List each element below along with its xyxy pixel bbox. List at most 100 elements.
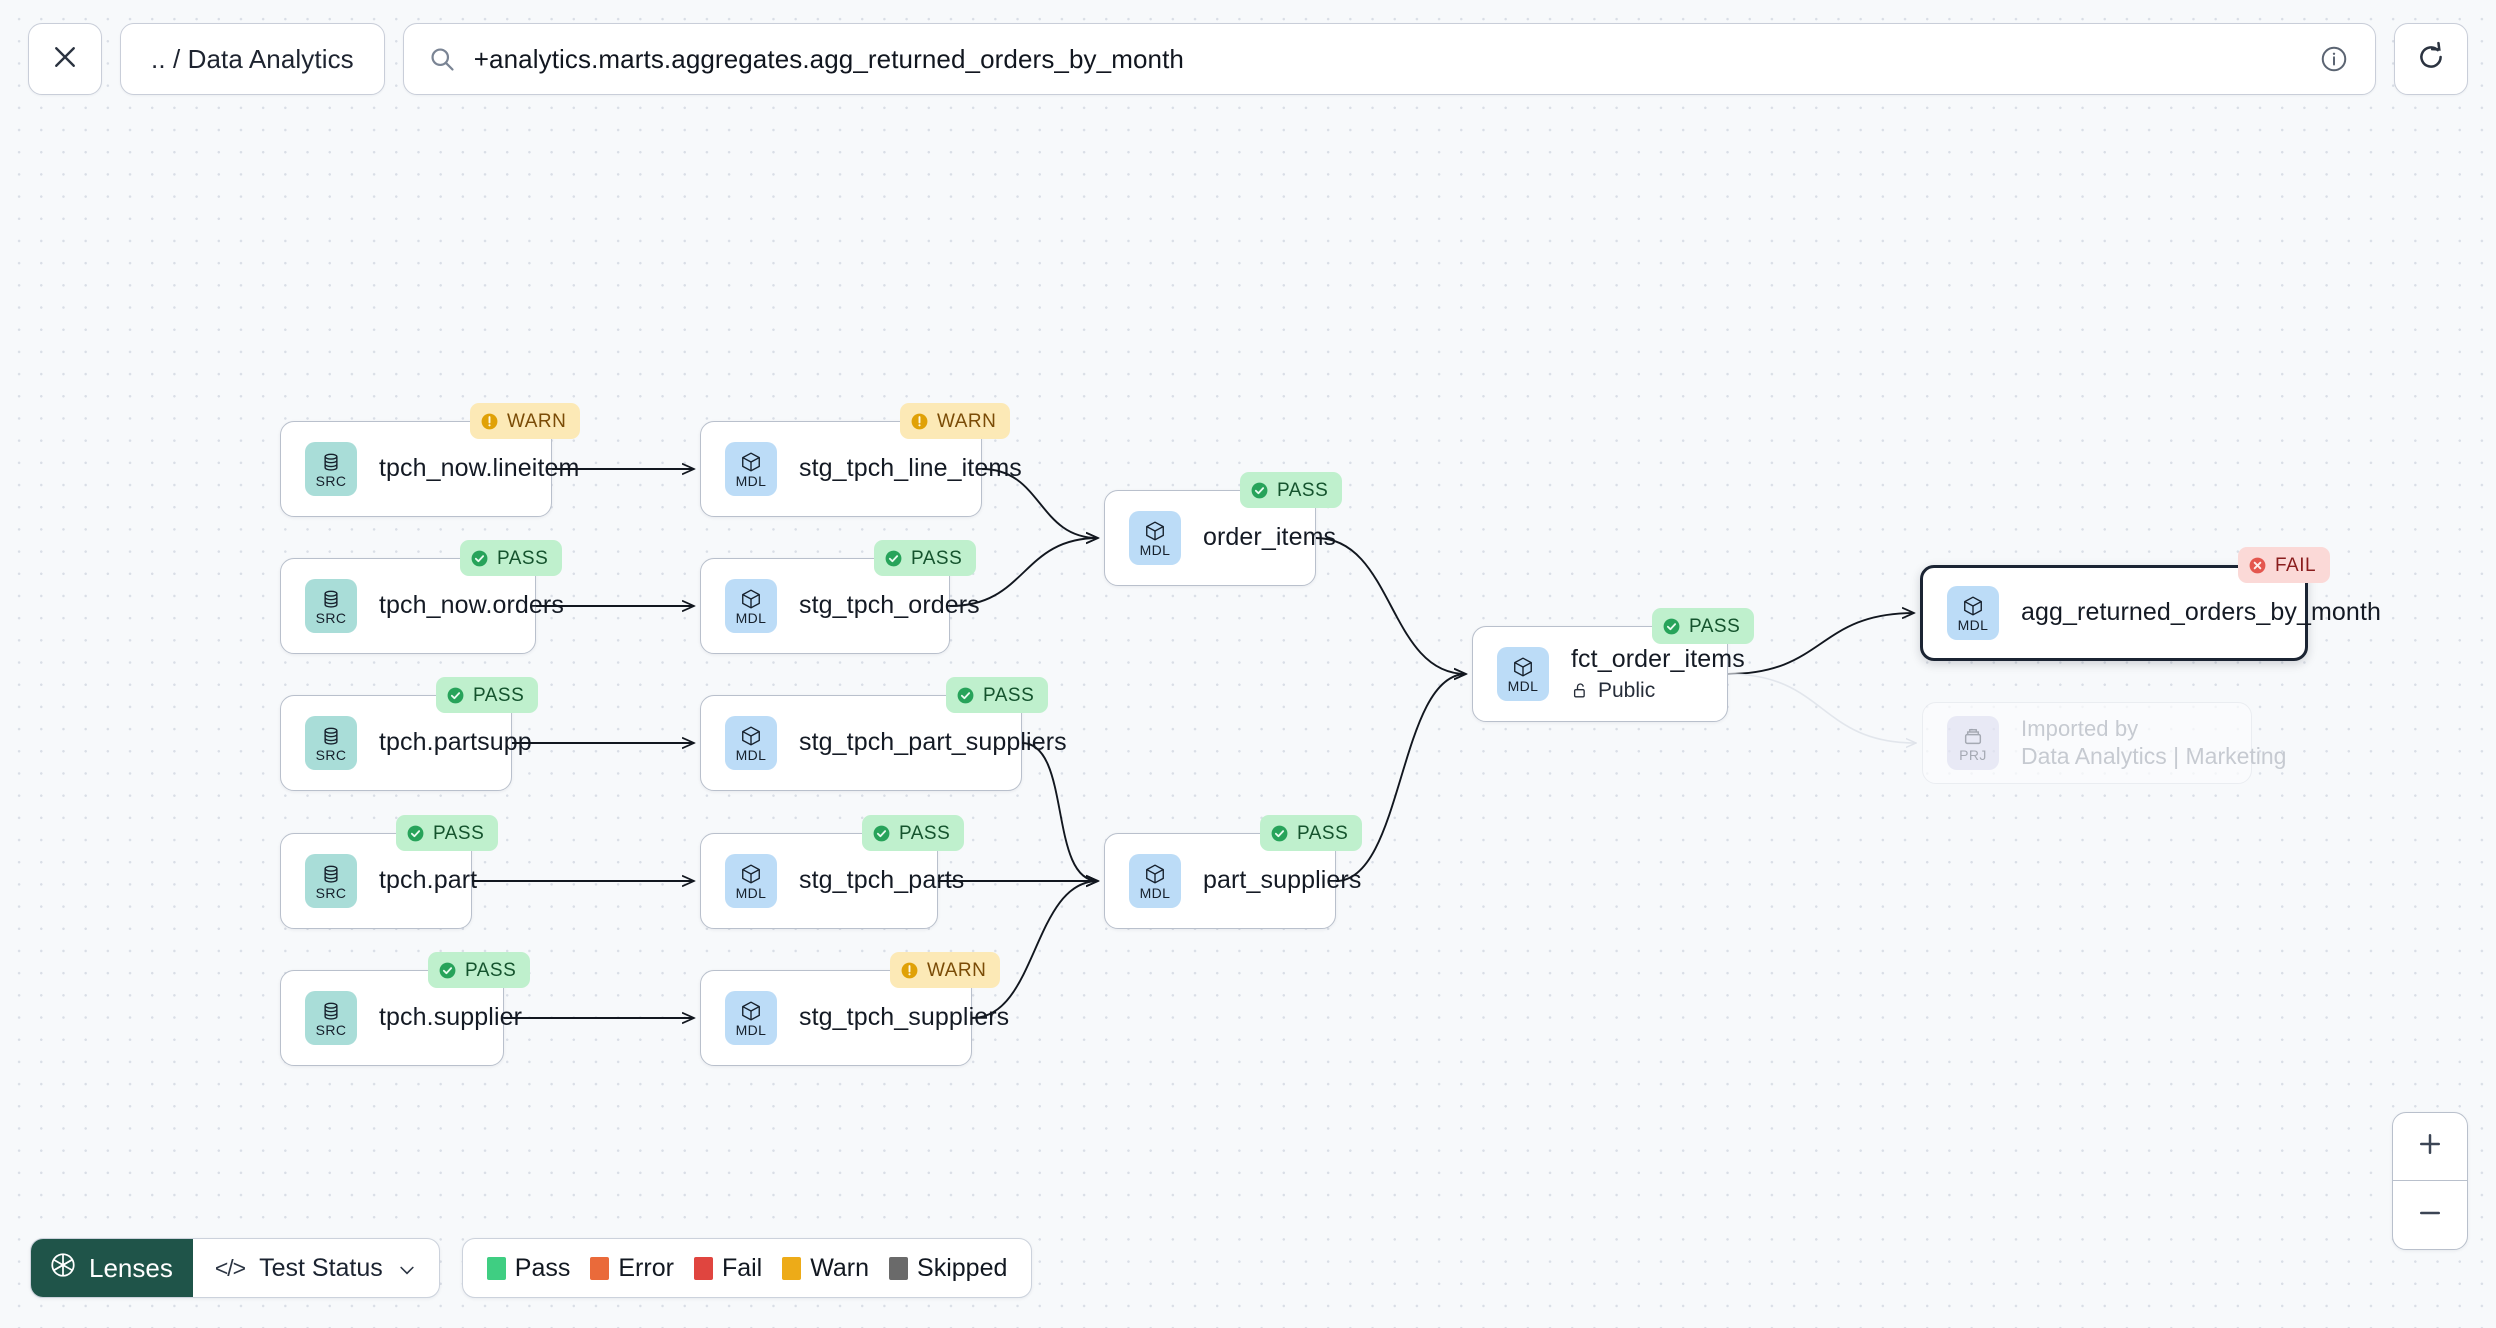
node-type-chip-mdl: MDL xyxy=(1129,511,1181,565)
search-input[interactable]: +analytics.marts.aggregates.agg_returned… xyxy=(473,43,1184,74)
node-body: tpch.partsupp xyxy=(379,728,532,758)
status-badge-label: PASS xyxy=(983,684,1035,706)
legend-label: Pass xyxy=(514,1253,571,1282)
node-type-chip-mdl: MDL xyxy=(725,442,777,496)
node-type-label: MDL xyxy=(1957,616,1989,633)
status-pass-icon xyxy=(956,686,975,705)
status-badge-fct_order_items: PASS xyxy=(1652,608,1755,644)
status-warn-icon xyxy=(910,412,929,431)
lineage-node-imported_by_project[interactable]: PRJ Imported by Data Analytics | Marketi… xyxy=(1922,702,2286,784)
status-fail-icon xyxy=(2248,556,2267,575)
close-button[interactable] xyxy=(28,23,102,95)
node-type-chip-mdl: MDL xyxy=(1947,586,1999,640)
search-icon xyxy=(428,45,456,73)
status-badge-label: FAIL xyxy=(2275,554,2317,576)
test-status-dropdown[interactable]: </> Test Status xyxy=(193,1239,439,1297)
node-type-chip-mdl: MDL xyxy=(725,716,777,770)
node-type-label: MDL xyxy=(1507,677,1539,694)
legend-item-pass[interactable]: Pass xyxy=(486,1253,571,1283)
aperture-icon xyxy=(49,1251,77,1286)
lenses-brand-label: Lenses xyxy=(89,1252,173,1283)
src-icon xyxy=(320,725,342,747)
legend-item-skipped[interactable]: Skipped xyxy=(889,1254,1007,1283)
zoom-out-button[interactable] xyxy=(2393,1181,2467,1249)
legend-item-warn[interactable]: Warn xyxy=(782,1254,869,1283)
node-body: part_suppliers xyxy=(1203,866,1361,896)
status-badge-agg_returned_orders_by_month: FAIL xyxy=(2238,547,2331,583)
mdl-icon xyxy=(1144,863,1166,885)
breadcrumb[interactable]: .. / Data Analytics xyxy=(120,23,385,95)
edge-order_items-to-fct_order_items xyxy=(1315,537,1466,674)
legend-item-error[interactable]: Error xyxy=(590,1254,674,1283)
node-type-label: MDL xyxy=(735,1021,767,1038)
info-icon[interactable] xyxy=(2319,44,2349,74)
node-type-chip-mdl: MDL xyxy=(725,579,777,633)
status-warn-icon xyxy=(480,412,499,431)
mdl-icon xyxy=(1962,595,1984,617)
edge-part_suppliers-to-fct_order_items xyxy=(1335,674,1466,882)
mdl-icon xyxy=(740,1000,762,1022)
zoom-in-button[interactable] xyxy=(2393,1113,2467,1181)
node-body: fct_order_items Public xyxy=(1571,645,1745,703)
status-badge-label: PASS xyxy=(1689,615,1741,637)
legend-swatch-fail xyxy=(693,1256,713,1280)
mdl-icon xyxy=(740,725,762,747)
legend-item-fail[interactable]: Fail xyxy=(693,1254,762,1283)
test-status-label: Test Status xyxy=(259,1253,383,1282)
lineage-node-agg_returned_orders_by_month[interactable]: MDL agg_returned_orders_by_month xyxy=(1920,565,2381,661)
lineage-node-part_suppliers[interactable]: MDL part_suppliers xyxy=(1104,833,1361,929)
edge-fct_order_items-to-imported_by_project xyxy=(1727,673,1916,743)
node-type-label: MDL xyxy=(735,884,767,901)
status-badge-tpch_now_orders: PASS xyxy=(460,540,563,576)
refresh-button[interactable] xyxy=(2394,23,2468,95)
lenses-brand[interactable]: Lenses xyxy=(31,1239,193,1297)
breadcrumb-label: .. / Data Analytics xyxy=(151,43,354,74)
node-type-label: SRC xyxy=(315,746,347,763)
node-type-label: MDL xyxy=(735,609,767,626)
node-type-label: MDL xyxy=(735,472,767,489)
lens-selector-pill: Lenses </> Test Status xyxy=(30,1238,440,1298)
lineage-node-tpch_partsupp[interactable]: SRC tpch.partsupp xyxy=(280,695,532,791)
status-badge-label: PASS xyxy=(473,684,525,706)
edge-fct_order_items-to-agg_returned_orders_by_month xyxy=(1727,613,1914,675)
mdl-icon xyxy=(740,451,762,473)
search-bar[interactable]: +analytics.marts.aggregates.agg_returned… xyxy=(402,23,2376,95)
status-pass-icon xyxy=(406,824,425,843)
zoom-controls xyxy=(2392,1112,2468,1250)
status-pass-icon xyxy=(1662,617,1681,636)
status-badge-label: WARN xyxy=(507,410,567,432)
node-type-label: MDL xyxy=(1139,541,1171,558)
node-subtitle: Public xyxy=(1571,679,1709,703)
status-warn-icon xyxy=(900,961,919,980)
code-icon: </> xyxy=(214,1254,246,1281)
status-badge-part_suppliers: PASS xyxy=(1260,815,1363,851)
node-type-label: SRC xyxy=(315,609,347,626)
status-badge-tpch_now_lineitem: WARN xyxy=(470,403,581,439)
status-legend-pill: Pass Error Fail Warn Skipped xyxy=(461,1238,1033,1298)
status-badge-order_items: PASS xyxy=(1240,472,1343,508)
status-badge-label: WARN xyxy=(937,410,997,432)
top-toolbar: .. / Data Analytics +analytics.marts.agg… xyxy=(0,0,2496,118)
node-body: tpch_now.orders xyxy=(379,591,564,621)
status-pass-icon xyxy=(470,549,489,568)
status-pass-icon xyxy=(1250,481,1269,500)
status-badge-stg_tpch_parts: PASS xyxy=(862,815,965,851)
node-type-chip-src: SRC xyxy=(305,854,357,908)
close-icon xyxy=(50,42,80,77)
mdl-icon xyxy=(740,588,762,610)
node-type-chip-mdl: MDL xyxy=(725,991,777,1045)
src-icon xyxy=(320,863,342,885)
node-type-chip-mdl: MDL xyxy=(725,854,777,908)
status-badge-stg_tpch_line_items: WARN xyxy=(900,403,1011,439)
status-pass-icon xyxy=(1270,824,1289,843)
status-badge-label: WARN xyxy=(927,959,987,981)
status-badge-label: PASS xyxy=(433,822,485,844)
prj-icon xyxy=(1962,725,1984,747)
node-type-chip-src: SRC xyxy=(305,579,357,633)
status-badge-label: PASS xyxy=(1297,822,1349,844)
chevron-down-icon xyxy=(397,1258,417,1278)
lineage-node-stg_tpch_orders[interactable]: MDL stg_tpch_orders xyxy=(700,558,980,654)
minus-icon xyxy=(2415,1198,2445,1233)
node-body: stg_tpch_parts xyxy=(799,866,964,896)
